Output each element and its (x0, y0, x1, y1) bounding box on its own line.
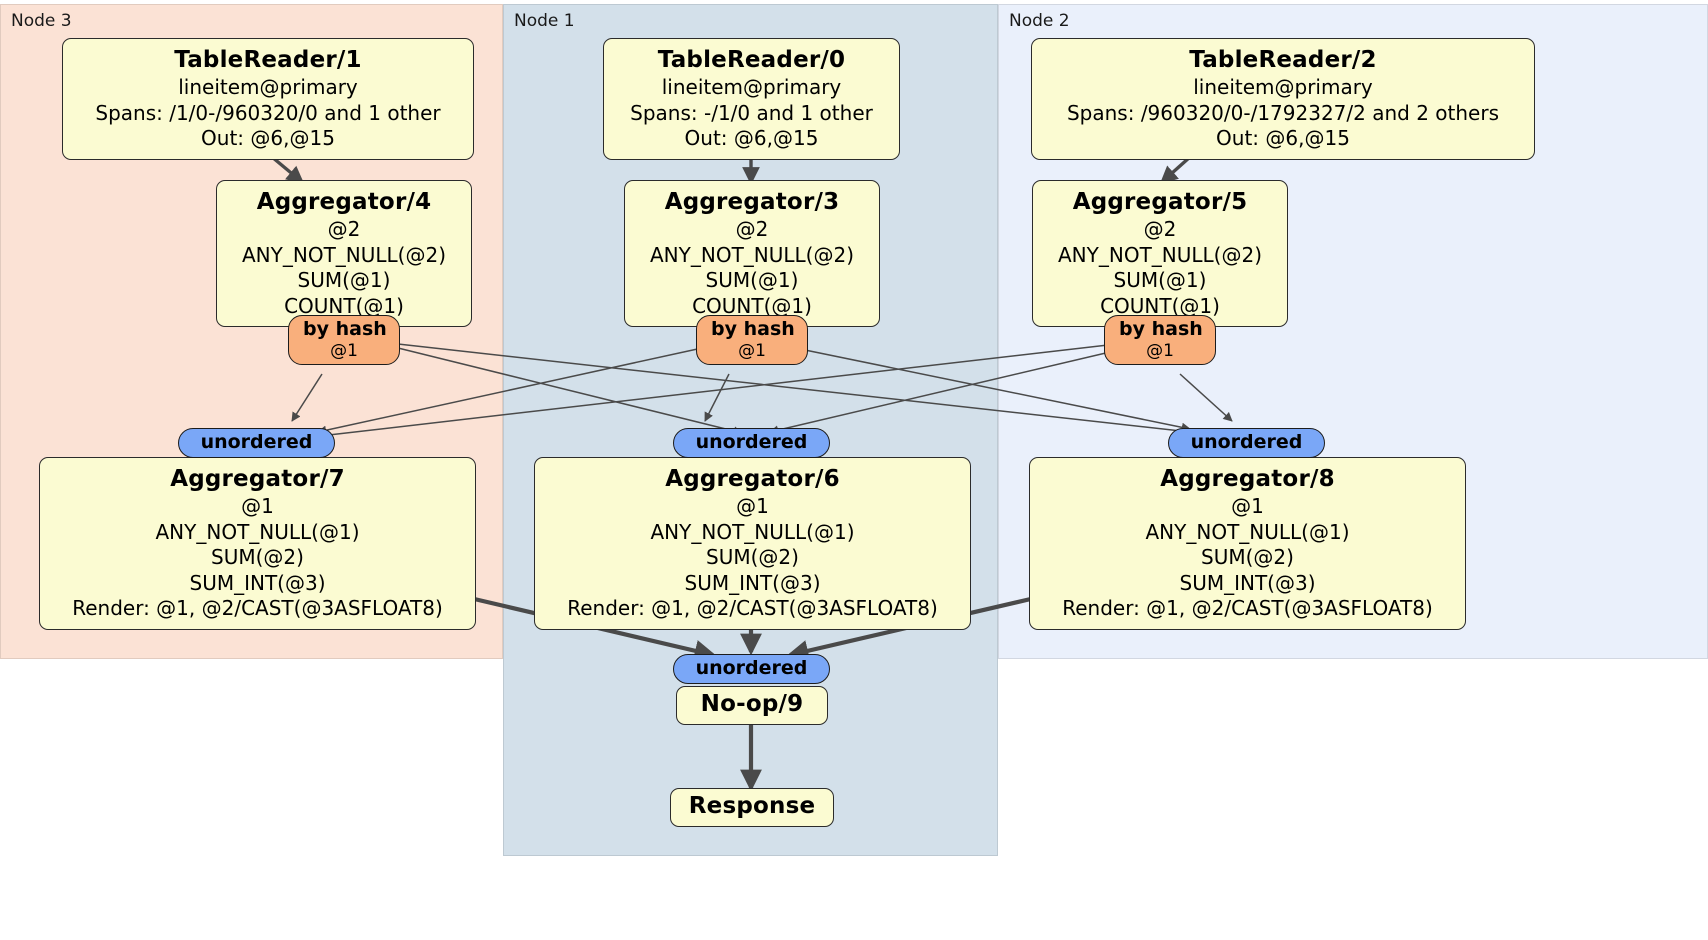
router-label: by hash (711, 318, 795, 340)
processor-line: ANY_NOT_NULL(@1) (155, 519, 360, 544)
processor-title: Aggregator/4 (256, 189, 432, 215)
processor-title: Aggregator/3 (664, 189, 840, 215)
processor-line: ANY_NOT_NULL(@2) (242, 242, 446, 267)
processor-line: @1 (736, 494, 769, 518)
processor-title: TableReader/1 (174, 47, 362, 73)
processor-line: @2 (735, 217, 769, 241)
processor-title: TableReader/2 (1189, 47, 1377, 73)
processor-tablereader-2[interactable]: TableReader/2 lineitem@primary Spans: /9… (1031, 38, 1535, 160)
processor-line: SUM(@2) (211, 545, 304, 569)
processor-aggregator-6[interactable]: Aggregator/6 @1 ANY_NOT_NULL(@1) SUM(@2)… (534, 457, 971, 630)
node-panel-label: Node 1 (514, 11, 575, 31)
processor-response[interactable]: Response (670, 788, 834, 827)
processor-title: Response (688, 793, 816, 819)
processor-title: Aggregator/6 (665, 466, 840, 492)
processor-aggregator-4[interactable]: Aggregator/4 @2 ANY_NOT_NULL(@2) SUM(@1)… (216, 180, 472, 327)
processor-title: Aggregator/7 (170, 466, 345, 492)
processor-line: ANY_NOT_NULL(@1) (650, 519, 855, 544)
processor-aggregator-8[interactable]: Aggregator/8 @1 ANY_NOT_NULL(@1) SUM(@2)… (1029, 457, 1466, 630)
processor-line: SUM(@2) (706, 545, 799, 569)
processor-line: Render: @1, @2/CAST(@3ASFLOAT8) (567, 596, 938, 620)
router-by-hash-aggregator5[interactable]: by hash @1 (1104, 315, 1216, 365)
processor-title: No-op/9 (700, 691, 804, 717)
processor-line: @2 (327, 217, 361, 241)
processor-line: COUNT(@1) (692, 293, 812, 318)
processor-tablereader-1[interactable]: TableReader/1 lineitem@primary Spans: /1… (62, 38, 474, 160)
processor-line: lineitem@primary (661, 75, 842, 99)
router-label: unordered (695, 657, 808, 679)
processor-title: TableReader/0 (657, 47, 846, 73)
router-unordered-aggregator7[interactable]: unordered (178, 428, 335, 458)
processor-aggregator-7[interactable]: Aggregator/7 @1 ANY_NOT_NULL(@1) SUM(@2)… (39, 457, 476, 630)
processor-line: SUM(@1) (297, 268, 391, 292)
processor-line: Spans: -/1/0 and 1 other (630, 100, 873, 125)
processor-line: @1 (241, 494, 274, 518)
processor-tablereader-0[interactable]: TableReader/0 lineitem@primary Spans: -/… (603, 38, 900, 160)
router-sublabel: @1 (330, 341, 358, 361)
processor-line: Out: @6,@15 (1216, 126, 1350, 150)
router-by-hash-aggregator4[interactable]: by hash @1 (288, 315, 400, 365)
processor-noop-9[interactable]: No-op/9 (676, 686, 828, 725)
processor-line: Render: @1, @2/CAST(@3ASFLOAT8) (72, 596, 443, 620)
processor-line: ANY_NOT_NULL(@2) (1058, 242, 1262, 267)
processor-line: Render: @1, @2/CAST(@3ASFLOAT8) (1062, 596, 1433, 620)
processor-aggregator-5[interactable]: Aggregator/5 @2 ANY_NOT_NULL(@2) SUM(@1)… (1032, 180, 1288, 327)
processor-line: ANY_NOT_NULL(@2) (650, 242, 854, 267)
processor-line: @2 (1143, 217, 1177, 241)
router-label: unordered (695, 431, 808, 453)
router-unordered-aggregator6[interactable]: unordered (673, 428, 830, 458)
router-by-hash-aggregator3[interactable]: by hash @1 (696, 315, 808, 365)
processor-line: SUM(@2) (1201, 545, 1294, 569)
router-label: by hash (1119, 318, 1203, 340)
processor-title: Aggregator/5 (1072, 189, 1248, 215)
node-panel-label: Node 2 (1009, 11, 1070, 31)
processor-line: SUM_INT(@3) (684, 570, 821, 595)
processor-line: SUM_INT(@3) (1179, 570, 1316, 595)
router-unordered-noop9[interactable]: unordered (673, 654, 830, 684)
processor-line: Spans: /960320/0-/1792327/2 and 2 others (1066, 100, 1499, 125)
processor-line: SUM_INT(@3) (189, 570, 326, 595)
router-label: unordered (1190, 431, 1303, 453)
node-panel-label: Node 3 (11, 11, 72, 31)
router-label: by hash (303, 318, 387, 340)
router-sublabel: @1 (1146, 341, 1174, 361)
processor-aggregator-3[interactable]: Aggregator/3 @2 ANY_NOT_NULL(@2) SUM(@1)… (624, 180, 880, 327)
processor-line: COUNT(@1) (284, 293, 404, 318)
processor-line: ANY_NOT_NULL(@1) (1145, 519, 1350, 544)
processor-line: SUM(@1) (1113, 268, 1207, 292)
router-unordered-aggregator8[interactable]: unordered (1168, 428, 1325, 458)
processor-title: Aggregator/8 (1160, 466, 1335, 492)
processor-line: lineitem@primary (1193, 75, 1373, 99)
router-label: unordered (200, 431, 313, 453)
processor-line: Out: @6,@15 (201, 126, 335, 150)
processor-line: Spans: /1/0-/960320/0 and 1 other (95, 100, 441, 125)
processor-line: lineitem@primary (178, 75, 358, 99)
router-sublabel: @1 (738, 341, 766, 361)
processor-line: COUNT(@1) (1100, 293, 1220, 318)
processor-line: SUM(@1) (705, 268, 799, 292)
processor-line: Out: @6,@15 (684, 126, 819, 150)
processor-line: @1 (1231, 494, 1264, 518)
